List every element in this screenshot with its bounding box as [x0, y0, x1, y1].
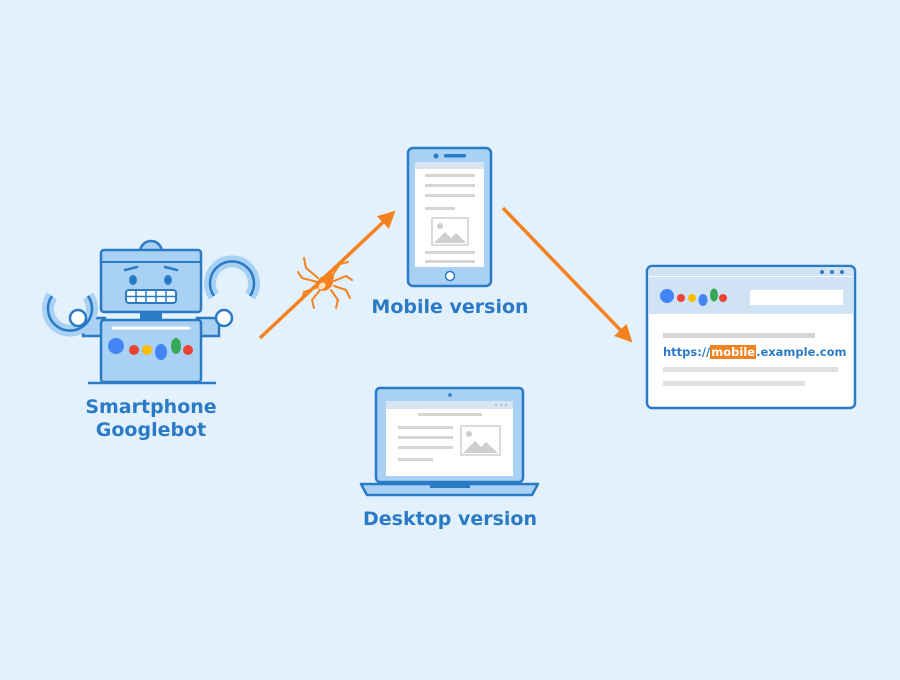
image-placeholder-icon: [460, 425, 501, 456]
url-suffix: .example.com: [756, 345, 847, 359]
search-box: [750, 290, 843, 305]
google-logo-dots-icon: [660, 288, 727, 306]
search-result-url[interactable]: https://mobile.example.com: [663, 344, 853, 360]
image-placeholder-icon: [431, 217, 469, 246]
browser-window-icon: [645, 264, 857, 410]
googlebot-robot-icon: [42, 239, 260, 385]
spider-icon: [297, 257, 353, 309]
url-highlight: mobile: [710, 345, 757, 359]
bot-label-line-2: Googlebot: [95, 419, 207, 441]
arrow-mobile-to-search-result: [501, 206, 633, 343]
smartphone-googlebot-label: Smartphone Googlebot: [60, 396, 242, 442]
bot-label-line-1: Smartphone: [85, 396, 217, 418]
url-prefix: https://: [663, 345, 711, 359]
laptop-icon: [359, 386, 540, 497]
google-logo-dots-icon: [108, 338, 193, 360]
desktop-version-label: Desktop version: [363, 508, 537, 530]
smartphone-icon: [406, 146, 493, 288]
mobile-version-label: Mobile version: [371, 296, 529, 318]
